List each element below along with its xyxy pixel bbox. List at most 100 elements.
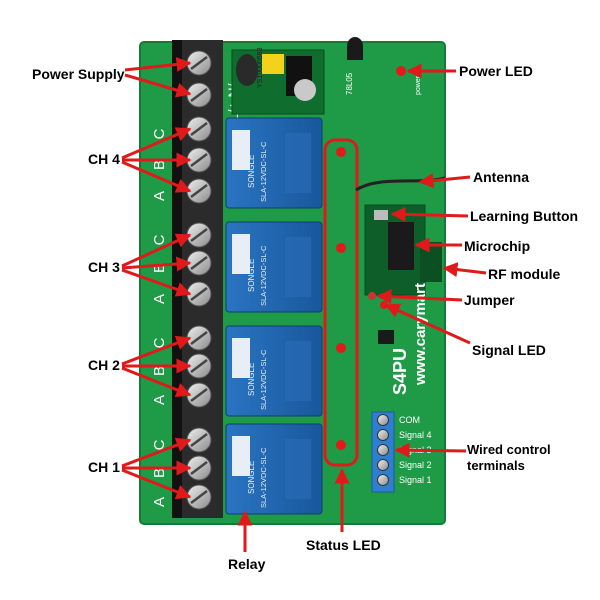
status-led: [336, 243, 346, 253]
terminal-letter: A: [151, 395, 168, 405]
label-wired-control-line2: terminals: [467, 458, 525, 473]
annotation-arrow: [121, 127, 192, 160]
screw: [186, 147, 212, 173]
terminal-letter: B: [151, 160, 168, 170]
screw: [186, 222, 212, 248]
relay-model-text: SLA-12VDC-SL-C: [259, 245, 268, 306]
label-antenna: Antenna: [473, 169, 529, 185]
relay-brand-text: SONGLE: [247, 155, 256, 188]
annotation-arrow: [121, 437, 192, 468]
annotation-arrow: [121, 268, 192, 297]
label-ch1: CH 1: [88, 459, 120, 475]
wired-terminal-label: Signal 1: [399, 475, 432, 485]
wired-screw: [377, 444, 389, 456]
status-leds: [336, 147, 346, 450]
wired-control-block: [371, 411, 395, 493]
status-led-frame: [323, 138, 359, 467]
terminal-letter: B: [151, 263, 168, 273]
annotation-arrow: [418, 173, 471, 189]
wired-terminal-label: COM: [399, 415, 420, 425]
screw: [186, 325, 212, 351]
wired-screw: [377, 459, 389, 471]
label-microchip: Microchip: [464, 238, 531, 254]
terminal-letter: B: [151, 366, 168, 376]
relay-model-text: SLA-12VDC-SL-C: [259, 447, 268, 508]
label-power-supply: Power Supply: [32, 66, 125, 82]
screw: [186, 116, 212, 142]
rf-module: [420, 242, 442, 282]
power-module-text: YS10000583: [257, 47, 264, 88]
terminal-letter: A: [151, 191, 168, 201]
screw: [186, 50, 212, 76]
label-power-led: Power LED: [459, 63, 533, 79]
annotation-arrow: [121, 233, 192, 268]
screw: [186, 382, 212, 408]
relay-model-text: SLA-12VDC-SL-C: [259, 349, 268, 410]
label-wired-control-line1: Wired control: [467, 442, 551, 457]
screw: [186, 484, 212, 510]
annotation-arrow: [121, 256, 192, 272]
power-module: YS10000583: [231, 47, 325, 115]
label-status-led: Status LED: [306, 537, 381, 553]
screw: [186, 250, 212, 276]
annotation-arrow: [121, 468, 192, 499]
wired-screw: [377, 429, 389, 441]
status-led: [336, 440, 346, 450]
annotation-arrow: [124, 56, 192, 72]
annotation-arrows: [121, 56, 487, 552]
screw: [186, 353, 212, 379]
annotation-arrow: [394, 442, 467, 458]
annotation-arrow: [124, 73, 192, 98]
label-jumper: Jumper: [464, 292, 515, 308]
jumper: [368, 292, 376, 300]
wired-terminal-label: Signal 4: [399, 430, 432, 440]
relay-brand-text: SONGLE: [247, 363, 256, 396]
pcb-board-edge: [139, 41, 446, 525]
annotation-arrow: [376, 289, 463, 305]
label-ch3: CH 3: [88, 259, 120, 275]
annotation-arrow: [121, 160, 192, 193]
annotation-arrow: [390, 206, 469, 222]
label-signal-led: Signal LED: [472, 342, 546, 358]
relay-model-text: SLA-12VDC-SL-C: [259, 141, 268, 202]
screw: [186, 427, 212, 453]
capacitor: [347, 37, 363, 60]
relay-brand-text: SONGLE: [247, 461, 256, 494]
terminal-screws: [186, 50, 212, 510]
annotation-arrow: [384, 303, 471, 345]
terminal-letter: A: [151, 497, 168, 507]
wired-terminal-label: Signal 2: [399, 460, 432, 470]
terminal-letter: C: [151, 234, 168, 245]
wired-screw: [377, 474, 389, 486]
regulator-text: 78L05: [345, 72, 354, 95]
terminal-letter: C: [151, 439, 168, 450]
learning-button[interactable]: [374, 210, 388, 220]
website-text: www.carymart: [412, 283, 429, 386]
power-led-board-text: power: [415, 75, 422, 95]
label-ch4: CH 4: [88, 151, 120, 167]
annotation-arrow: [442, 262, 487, 278]
label-relay: Relay: [228, 556, 266, 572]
annotation-arrow: [121, 335, 192, 366]
screw: [186, 178, 212, 204]
wired-screw: [377, 414, 389, 426]
label-ch2: CH 2: [88, 357, 120, 373]
label-learning-button: Learning Button: [470, 208, 579, 224]
terminal-letter: C: [151, 337, 168, 348]
power-led: [396, 66, 406, 76]
status-led: [336, 147, 346, 157]
terminal-letter: A: [151, 294, 168, 304]
label-rf-module: RF module: [488, 266, 561, 282]
screw: [186, 455, 212, 481]
status-led: [336, 343, 346, 353]
screw: [186, 281, 212, 307]
annotation-arrow: [121, 366, 192, 397]
model-text: S4PU: [390, 348, 410, 395]
microchip: [388, 222, 414, 270]
terminal-letter: C: [151, 128, 168, 139]
